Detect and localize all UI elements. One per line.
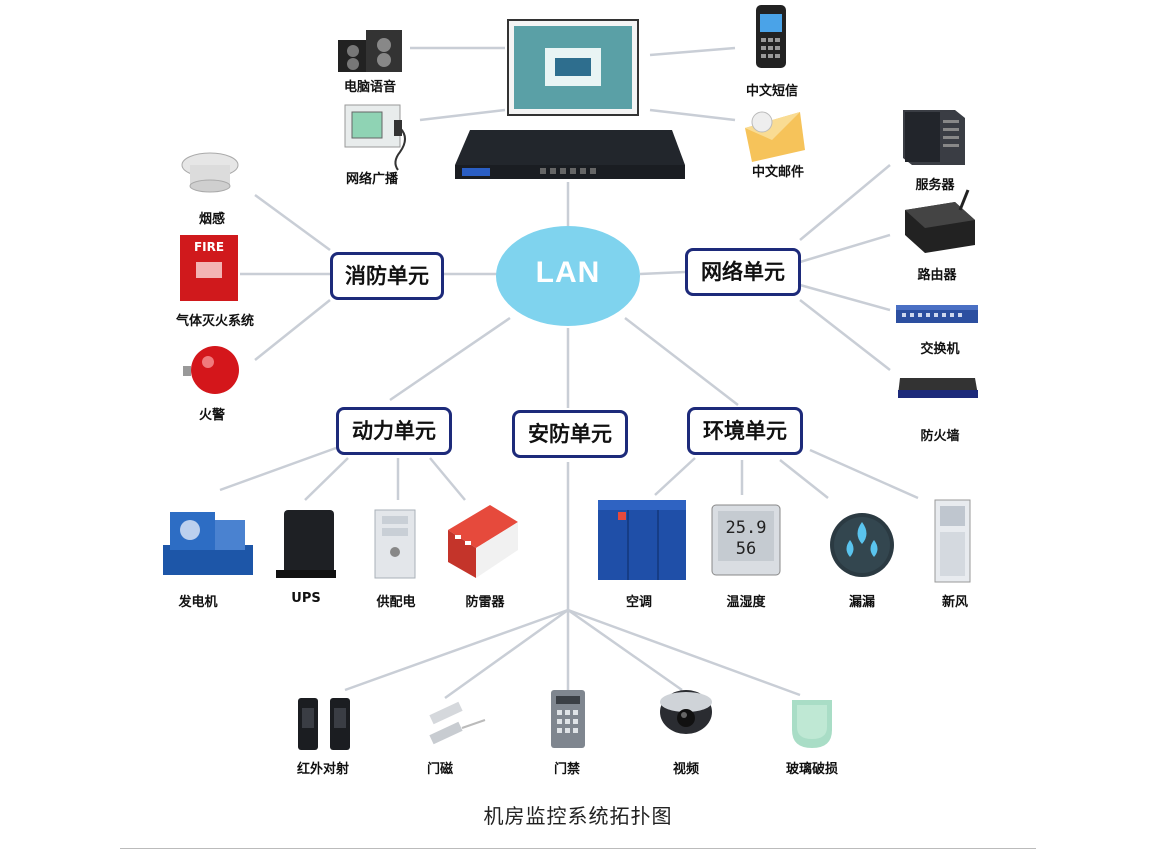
network-unit-box: 网络单元 <box>685 248 801 296</box>
dome-camera-icon <box>660 690 712 734</box>
power-unit-box: 动力单元 <box>336 407 452 455</box>
air-conditioner-icon <box>598 500 686 580</box>
fresh-air-label: 新风 <box>941 595 969 610</box>
email-label: 中文邮件 <box>751 165 805 180</box>
generator-icon <box>163 512 253 575</box>
phone-icon <box>756 5 786 68</box>
fresh-air-icon <box>934 499 971 583</box>
bottom-divider <box>120 848 1036 849</box>
infrared-beam-icon <box>298 698 350 750</box>
server-label: 服务器 <box>915 178 955 193</box>
broadcast-label: 网络广播 <box>345 172 399 187</box>
smoke-detector-icon <box>181 152 239 193</box>
glass-break-sensor-icon <box>792 700 832 748</box>
speaker-icon <box>338 30 402 72</box>
temperature-readout: 25.9 <box>726 518 767 538</box>
surge-label: 防雷器 <box>465 595 505 610</box>
water-leak-icon <box>830 513 894 577</box>
ups-icon <box>276 510 336 578</box>
sms-label: 中文短信 <box>745 84 799 99</box>
access-keypad-icon <box>551 690 585 748</box>
access-label: 门禁 <box>553 762 581 777</box>
fire-sign-text: FIRE <box>194 240 224 254</box>
temp-humidity-label: 温湿度 <box>726 595 766 610</box>
ups-label: UPS <box>291 591 321 606</box>
fire-bell-icon <box>183 346 239 394</box>
switch-icon <box>896 305 978 323</box>
infrared-label: 红外对射 <box>296 762 350 777</box>
router-icon <box>905 189 975 253</box>
video-label: 视频 <box>672 762 700 777</box>
door-magnet-label: 门磁 <box>426 762 454 777</box>
fire-alarm-label: 火警 <box>198 408 226 423</box>
speaker-label: 电脑语音 <box>343 80 397 95</box>
security-unit-box: 安防单元 <box>512 410 628 458</box>
surge-protector-icon <box>448 505 518 578</box>
door-magnet-icon <box>429 701 486 745</box>
router-label: 路由器 <box>917 268 957 283</box>
fire-unit-box: 消防单元 <box>330 252 444 300</box>
lan-hub <box>496 226 640 326</box>
switch-label: 交换机 <box>920 342 960 357</box>
generator-label: 发电机 <box>178 595 218 610</box>
server-icon <box>903 110 965 165</box>
thermo-hygrometer-icon: 25.9 56 <box>711 504 781 576</box>
gas-suppression-icon: FIRE <box>180 235 238 301</box>
email-icon <box>745 111 805 162</box>
diagram-caption: 机房监控系统拓扑图 <box>483 804 673 828</box>
glass-break-label: 玻璃破损 <box>785 762 839 777</box>
broadcast-panel-icon <box>344 104 406 171</box>
lan-hub-label: LAN <box>535 256 601 289</box>
monitor-icon <box>507 19 639 116</box>
firewall-label: 防火墙 <box>920 429 960 444</box>
environment-unit-box: 环境单元 <box>687 407 803 455</box>
ac-label: 空调 <box>625 595 653 610</box>
smoke-label: 烟感 <box>198 212 226 227</box>
firewall-icon <box>898 378 978 398</box>
connector-lines <box>219 46 919 700</box>
network-appliance-icon <box>455 130 685 179</box>
leak-label: 漏漏 <box>848 595 876 610</box>
power-dist-label: 供配电 <box>376 595 416 610</box>
gas-suppression-label: 气体灭火系统 <box>175 314 255 329</box>
humidity-readout: 56 <box>736 539 756 559</box>
power-distribution-icon <box>374 509 416 579</box>
